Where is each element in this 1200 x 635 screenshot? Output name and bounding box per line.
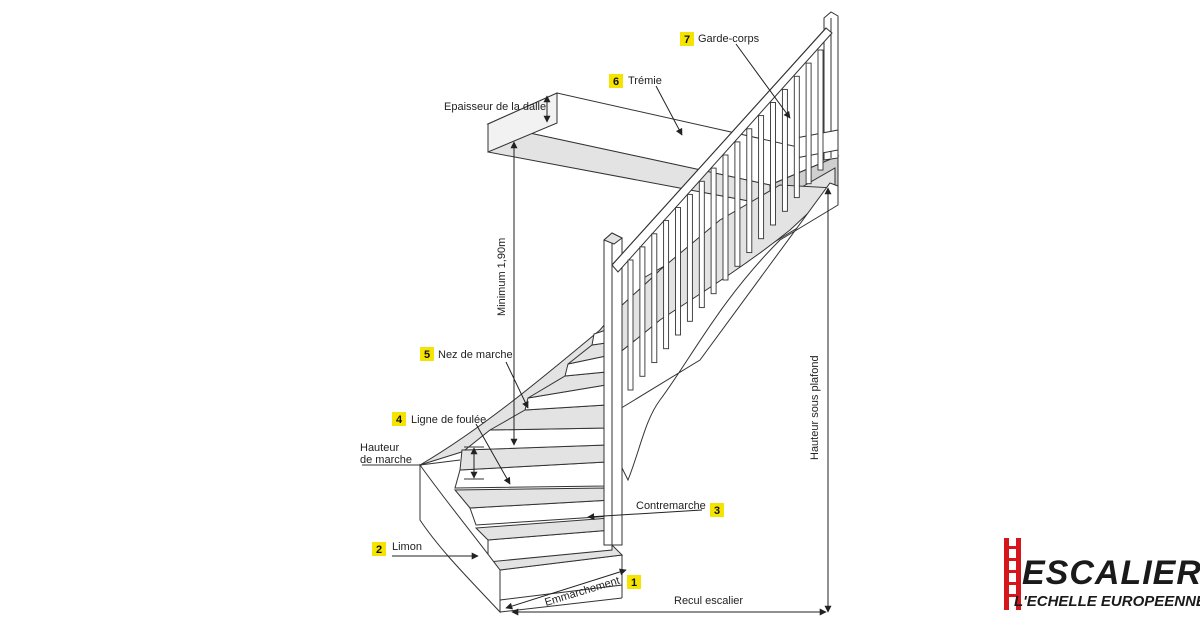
dimension-lines: [464, 95, 832, 616]
step-height-label-line1: Hauteur: [360, 442, 399, 454]
baluster: [746, 128, 753, 254]
dimension-labels: Epaisseur de la dalle Minimum 1,90m Haut…: [360, 101, 821, 607]
callout-3-number: 3: [714, 505, 720, 517]
brand-logo: ESCALIERS L'ECHELLE EUROPEENNE: [1004, 538, 1200, 610]
baluster: [627, 259, 634, 391]
handrail: [611, 27, 833, 273]
callout-5-number: 5: [424, 349, 430, 361]
baluster: [817, 49, 824, 171]
newel-post: [603, 232, 623, 546]
upper-newel-post: [795, 11, 839, 161]
slab-thickness-label: Epaisseur de la dalle: [444, 101, 546, 113]
callout-7-number: 7: [684, 34, 690, 46]
baluster: [734, 141, 741, 267]
callout-3: Contremarche 3: [636, 500, 724, 517]
ladder-icon: [1004, 538, 1021, 610]
baluster: [770, 102, 776, 226]
balusters: [627, 49, 824, 391]
baluster: [698, 180, 705, 309]
callout-4: 4 Ligne de foulée: [392, 412, 486, 426]
baluster: [639, 246, 646, 377]
stair-run-label: Recul escalier: [674, 595, 743, 607]
logo-name: ESCALIERS: [1022, 554, 1200, 592]
baluster: [781, 88, 788, 212]
callout-4-label: Ligne de foulée: [411, 414, 486, 426]
callout-5-label: Nez de marche: [438, 349, 513, 361]
logo-tagline: L'ECHELLE EUROPEENNE: [1014, 593, 1200, 610]
callout-1-number: 1: [631, 577, 637, 589]
ceiling-height-label: Hauteur sous plafond: [809, 355, 821, 460]
callout-6-label: Trémie: [628, 75, 662, 87]
baluster: [805, 62, 812, 185]
callout-3-label: Contremarche: [636, 500, 706, 512]
inner-stringer: [617, 182, 839, 482]
baluster: [793, 75, 800, 199]
leader-lines: [362, 43, 791, 560]
baluster: [663, 220, 670, 350]
callout-7: 7 Garde-corps: [680, 32, 760, 46]
baluster: [758, 115, 765, 240]
callout-7-label: Garde-corps: [698, 33, 760, 45]
callout-4-number: 4: [396, 414, 403, 426]
callout-6: 6 Trémie: [609, 74, 662, 88]
baluster: [675, 207, 681, 336]
callout-5: 5 Nez de marche: [420, 347, 513, 361]
baluster: [722, 154, 729, 281]
baluster: [710, 167, 717, 295]
callout-2-number: 2: [376, 544, 382, 556]
baluster: [651, 233, 658, 364]
minimum-height-label: Minimum 1,90m: [496, 238, 508, 316]
baluster: [686, 193, 693, 322]
step-width-arrow: [505, 568, 627, 610]
step-height-label-line2: de marche: [360, 454, 412, 466]
callout-2: 2 Limon: [372, 541, 422, 556]
callout-2-label: Limon: [392, 541, 422, 553]
callout-6-number: 6: [613, 76, 619, 88]
